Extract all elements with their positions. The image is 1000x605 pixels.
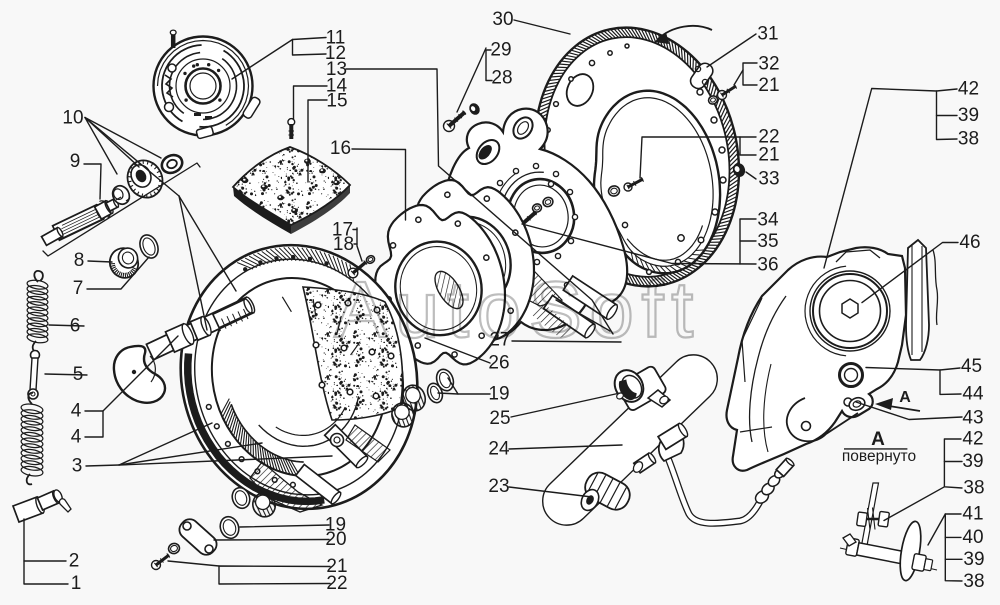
svg-text:4: 4 [71,427,82,448]
svg-text:34: 34 [757,210,779,231]
svg-text:16: 16 [330,138,351,159]
svg-text:38: 38 [963,478,984,499]
svg-text:20: 20 [325,529,346,550]
svg-text:11: 11 [326,27,346,48]
svg-text:33: 33 [758,169,779,190]
svg-text:35: 35 [757,231,778,252]
svg-text:32: 32 [758,54,779,75]
svg-text:8: 8 [74,250,85,271]
svg-text:26: 26 [488,353,509,374]
svg-text:43: 43 [962,408,983,429]
svg-text:2: 2 [69,551,80,572]
svg-text:12: 12 [325,43,346,64]
svg-text:42: 42 [962,429,983,450]
svg-text:7: 7 [73,278,84,299]
svg-text:A: A [899,389,911,406]
svg-text:39: 39 [958,105,979,126]
svg-text:28: 28 [491,68,512,89]
svg-text:19: 19 [488,384,509,405]
svg-text:15: 15 [326,91,347,112]
svg-text:38: 38 [963,571,984,592]
svg-text:А: А [871,429,885,450]
svg-text:30: 30 [492,9,513,30]
svg-text:21: 21 [758,145,779,166]
svg-text:22: 22 [326,573,347,594]
svg-text:10: 10 [62,108,83,129]
svg-text:4: 4 [71,401,82,422]
svg-text:6: 6 [70,316,81,337]
svg-text:24: 24 [488,439,510,460]
svg-text:5: 5 [73,364,84,385]
svg-text:9: 9 [70,151,81,172]
svg-text:25: 25 [489,408,510,429]
svg-text:18: 18 [333,234,354,255]
svg-text:39: 39 [962,451,983,472]
svg-text:3: 3 [72,456,83,477]
svg-text:23: 23 [488,476,509,497]
svg-text:27: 27 [489,330,510,351]
svg-text:39: 39 [963,549,984,570]
svg-text:29: 29 [490,40,511,61]
svg-text:1: 1 [71,573,82,594]
svg-text:21: 21 [326,556,347,577]
svg-text:40: 40 [962,527,983,548]
svg-text:13: 13 [326,59,347,80]
svg-text:22: 22 [758,127,779,148]
svg-text:41: 41 [962,504,983,525]
svg-text:повернуто: повернуто [842,448,916,465]
svg-text:36: 36 [757,255,778,276]
svg-text:44: 44 [962,384,984,405]
svg-text:31: 31 [757,24,778,45]
svg-text:AutoSoft: AutoSoft [334,265,701,354]
svg-text:45: 45 [961,356,982,377]
svg-text:21: 21 [758,75,779,96]
svg-text:17: 17 [332,220,353,241]
svg-text:14: 14 [326,76,348,97]
svg-text:19: 19 [325,515,346,536]
svg-text:42: 42 [958,79,979,100]
svg-text:46: 46 [959,232,980,253]
svg-text:38: 38 [958,129,979,150]
